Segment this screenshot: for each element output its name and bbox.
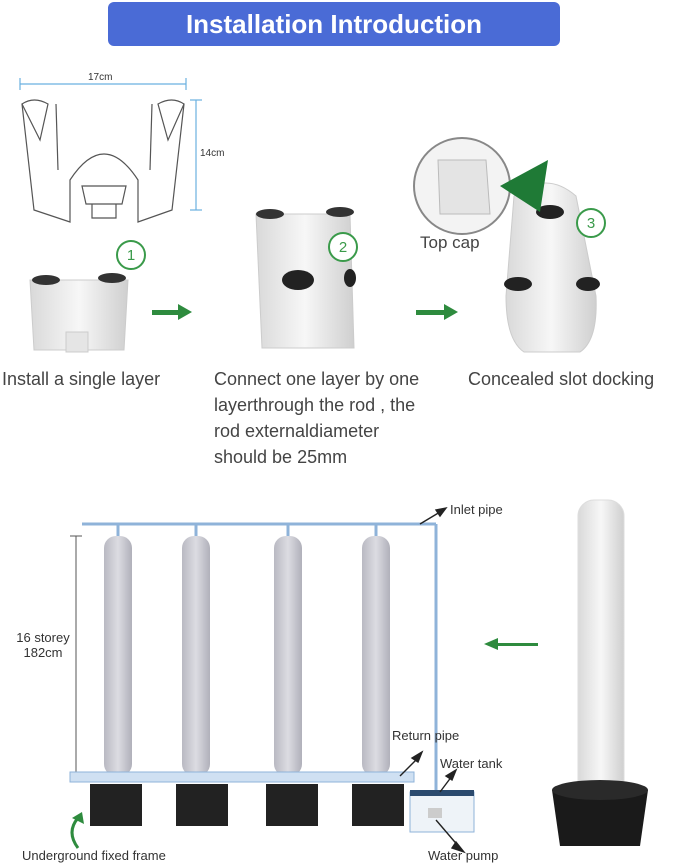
- step-2-caption: Connect one layer by one layerthrough th…: [214, 366, 464, 470]
- storey-height-label: 16 storey 182cm: [8, 630, 78, 660]
- arrow-icon: [399, 506, 467, 854]
- step-badge-3: 3: [576, 208, 606, 238]
- return-pipe-label: Return pipe: [392, 728, 460, 743]
- top-cap-assembly: [413, 137, 600, 353]
- tower-column: [182, 536, 210, 776]
- stacked-two-layer-module: [255, 207, 356, 349]
- arrow-icon: [416, 304, 458, 320]
- single-layer-module: [29, 273, 129, 353]
- return-pipe: [69, 771, 415, 783]
- step-badge-1: 1: [116, 240, 146, 270]
- standalone-tower: [552, 499, 648, 846]
- caption-line: rod externaldiameter: [214, 421, 380, 441]
- arrow-icon: [152, 304, 192, 320]
- tower-column: [274, 536, 302, 776]
- tower-column: [104, 536, 132, 776]
- curved-arrow-icon: [70, 812, 84, 849]
- step-1-caption: Install a single layer: [2, 369, 161, 389]
- page-title: Installation Introduction: [108, 2, 560, 46]
- arrow-icon: [484, 638, 538, 650]
- inlet-pipe-label: Inlet pipe: [450, 502, 503, 517]
- dimension-drawing: [19, 78, 202, 223]
- caption-line: layerthrough the rod , the: [214, 395, 416, 415]
- storey-count: 16 storey: [16, 630, 70, 645]
- caption-line: Connect one layer by one: [214, 369, 420, 389]
- height-label: 14cm: [200, 148, 225, 159]
- frame-label: Underground fixed frame: [22, 848, 166, 863]
- caption-line: should be 25mm: [214, 447, 348, 467]
- water-pump-label: Water pump: [428, 848, 499, 863]
- underground-frame: [90, 784, 404, 826]
- width-label: 17cm: [88, 72, 113, 83]
- tower-height: 182cm: [23, 645, 63, 660]
- step-badge-2: 2: [328, 232, 358, 262]
- top-cap-label: Top cap: [420, 233, 480, 252]
- step-3-caption: Concealed slot docking: [468, 369, 655, 389]
- water-tank-label: Water tank: [440, 756, 503, 771]
- water-tank: [409, 790, 475, 833]
- tower-column: [362, 536, 390, 776]
